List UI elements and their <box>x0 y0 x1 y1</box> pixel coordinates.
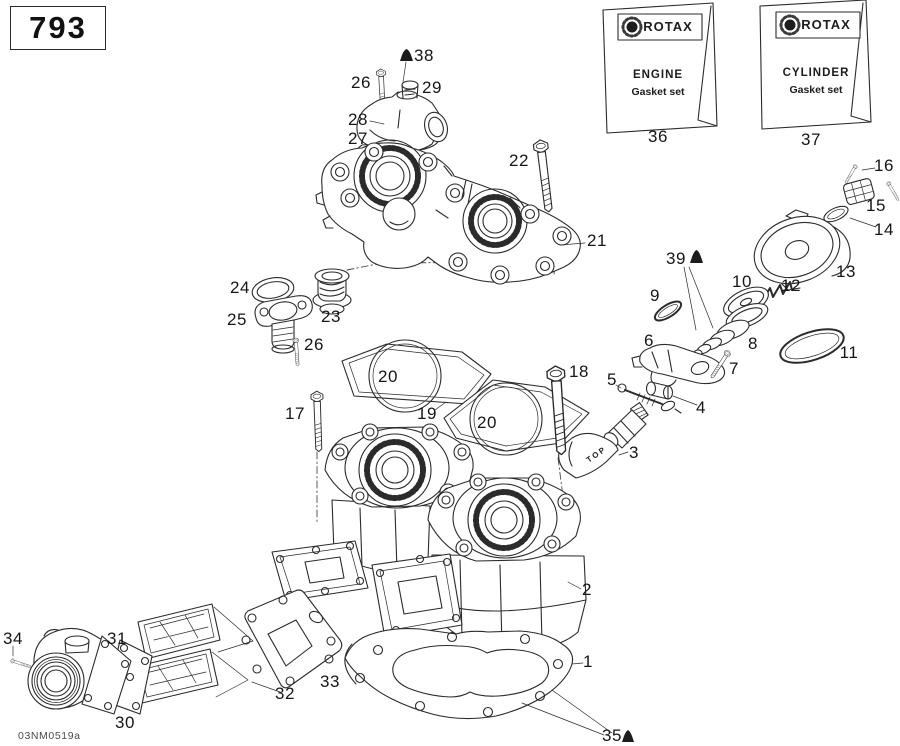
bolt-16-b <box>885 180 900 202</box>
rave-bell-cover-group <box>752 163 900 302</box>
bolt-22 <box>532 138 557 214</box>
cap-nut-39-icon <box>690 250 703 263</box>
cylinder-kit-title: CYLINDER <box>783 67 850 79</box>
cylinder-kit-subtitle: Gasket set <box>789 84 843 96</box>
rave-valve-body-group <box>631 343 732 387</box>
o-ring-11 <box>779 328 845 364</box>
thermostat-group <box>251 268 352 367</box>
exhaust-flange-front <box>271 540 369 602</box>
guillotine-valve-3: TOP <box>558 402 649 479</box>
engine-gasket-set-package: ROTAX ENGINE Gasket set <box>602 2 718 134</box>
exhaust-flange-rear <box>371 553 463 639</box>
reed-gasket-33 <box>241 589 343 689</box>
engine-kit-brand: ROTAX <box>643 19 693 34</box>
cap-nut-38-icon <box>400 49 413 61</box>
rotax-logo-icon <box>779 14 801 36</box>
screw-34 <box>9 658 32 670</box>
rave-valve-linkage-group: TOP <box>558 381 698 479</box>
bolt-17 <box>310 390 326 453</box>
intake-socket-group <box>9 627 153 715</box>
rotax-logo-icon <box>621 16 643 38</box>
reed-valve-group <box>133 589 343 704</box>
cylinder-gasket-set-package: ROTAX CYLINDER Gasket set <box>759 0 872 130</box>
screw-26-thermostat <box>292 337 301 367</box>
engine-model-badge: 793 <box>10 6 106 50</box>
cylinder-block <box>271 423 587 651</box>
head-gasket-front <box>341 339 492 413</box>
drawing-number-watermark: 03NM0519a <box>18 730 81 742</box>
engine-kit-subtitle: Gasket set <box>631 86 685 98</box>
engine-kit-title: ENGINE <box>633 69 683 81</box>
cap-nut-35-icon <box>622 730 634 742</box>
cylinder-kit-brand: ROTAX <box>801 17 851 32</box>
reed-petal-top <box>137 603 221 660</box>
vent-cap-15 <box>842 178 875 205</box>
plug-29 <box>401 80 419 90</box>
head-bolt-bosses <box>330 142 572 285</box>
rave-diaphragm-group <box>653 250 845 364</box>
cylinder-base-gasket <box>344 628 634 742</box>
barrel-4 <box>645 381 698 406</box>
intake-flange-30 <box>81 635 132 715</box>
cylinder-head <box>315 139 586 285</box>
